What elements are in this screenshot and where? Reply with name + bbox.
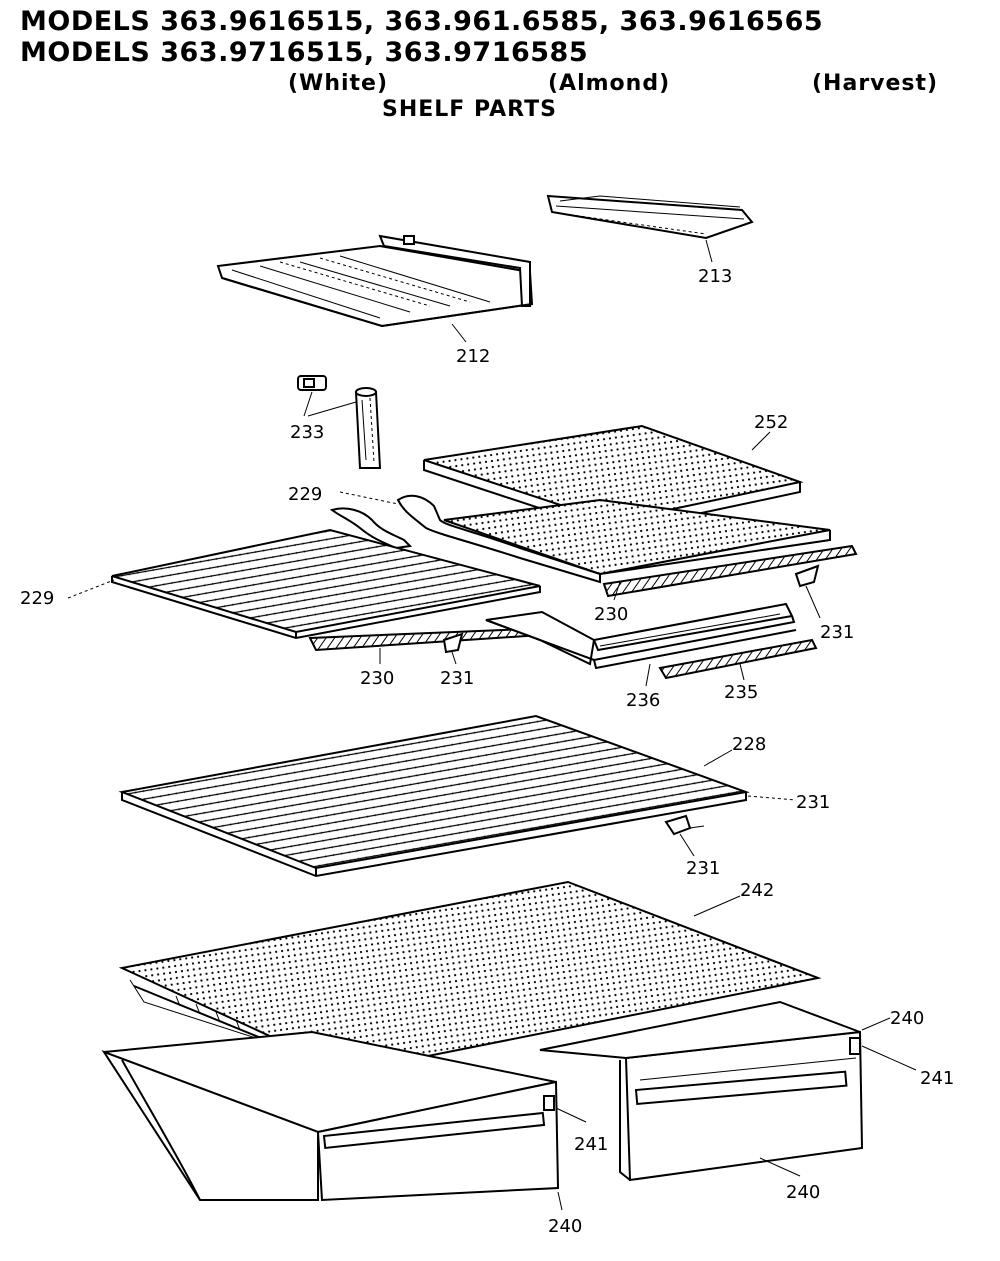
callout-241-left: 241 <box>555 1107 608 1155</box>
callout-235: 235 <box>724 663 758 703</box>
callout-231-left: 231 <box>440 651 474 689</box>
label-231-left: 231 <box>440 668 474 689</box>
label-231-below: 231 <box>686 858 720 879</box>
models-line-1: MODELS 363.9616515, 363.961.6585, 363.96… <box>20 6 824 37</box>
callout-240-right: 240 <box>759 1157 820 1203</box>
part-231-clip-right <box>794 564 820 588</box>
label-230-right: 230 <box>594 604 628 625</box>
callout-212: 212 <box>451 323 490 367</box>
callout-236: 236 <box>626 663 660 711</box>
label-236: 236 <box>626 690 660 711</box>
label-242: 242 <box>740 880 774 901</box>
label-240-topright: 240 <box>890 1008 924 1029</box>
part-213-rail <box>546 194 754 240</box>
part-229-wire-shelf <box>111 528 541 640</box>
part-231-clip-below <box>664 814 705 836</box>
callout-231-right: 231 <box>805 585 854 643</box>
part-212-tray <box>216 234 534 328</box>
part-229-bracket-top <box>329 494 601 584</box>
section-title: SHELF PARTS <box>382 97 557 122</box>
label-241-right: 241 <box>920 1068 954 1089</box>
part-240-drawer-right <box>539 1000 864 1182</box>
part-240-drawer-left <box>101 1030 560 1202</box>
vertical-support-post <box>354 387 382 469</box>
label-231-right: 231 <box>820 622 854 643</box>
label-241-left: 241 <box>574 1134 608 1155</box>
callout-240-topright: 240 <box>861 1008 924 1031</box>
part-230-trim-right <box>602 544 858 598</box>
callout-231-edge: 231 <box>747 792 830 813</box>
callout-241-right: 241 <box>861 1045 954 1089</box>
callout-229-top: 229 <box>288 484 399 505</box>
label-229-top: 229 <box>288 484 322 505</box>
label-240-right: 240 <box>786 1182 820 1203</box>
label-231-edge: 231 <box>796 792 830 813</box>
callout-228: 228 <box>703 734 766 767</box>
callout-252: 252 <box>751 412 788 451</box>
part-236-shelf-frame <box>485 602 797 670</box>
label-240-bottom: 240 <box>548 1216 582 1237</box>
right-upper-shelf <box>443 498 831 576</box>
label-213: 213 <box>698 266 732 287</box>
part-235-trim <box>658 638 818 680</box>
part-233-bracket <box>297 375 327 391</box>
callout-230-left: 230 <box>360 648 394 689</box>
color-almond-label: (Almond) <box>548 71 671 96</box>
color-white-label: (White) <box>288 71 389 96</box>
label-235: 235 <box>724 682 758 703</box>
callout-240-bottom: 240 <box>548 1191 582 1237</box>
callout-230-right: 230 <box>594 581 628 625</box>
label-212: 212 <box>456 346 490 367</box>
part-228-wire-shelf <box>118 714 750 878</box>
part-252-glass-shelf <box>423 424 804 534</box>
label-230-left: 230 <box>360 668 394 689</box>
label-233: 233 <box>290 422 324 443</box>
callout-229-left: 229 <box>20 579 115 609</box>
part-231-clip-left <box>442 632 464 654</box>
label-229-left: 229 <box>20 588 54 609</box>
callout-242: 242 <box>693 880 774 917</box>
label-228: 228 <box>732 734 766 755</box>
callout-213: 213 <box>698 239 732 287</box>
callout-233: 233 <box>290 391 357 443</box>
callout-231-below: 231 <box>679 833 720 879</box>
models-line-2: MODELS 363.9716515, 363.9716585 <box>20 37 589 68</box>
label-252: 252 <box>754 412 788 433</box>
color-harvest-label: (Harvest) <box>812 71 939 96</box>
